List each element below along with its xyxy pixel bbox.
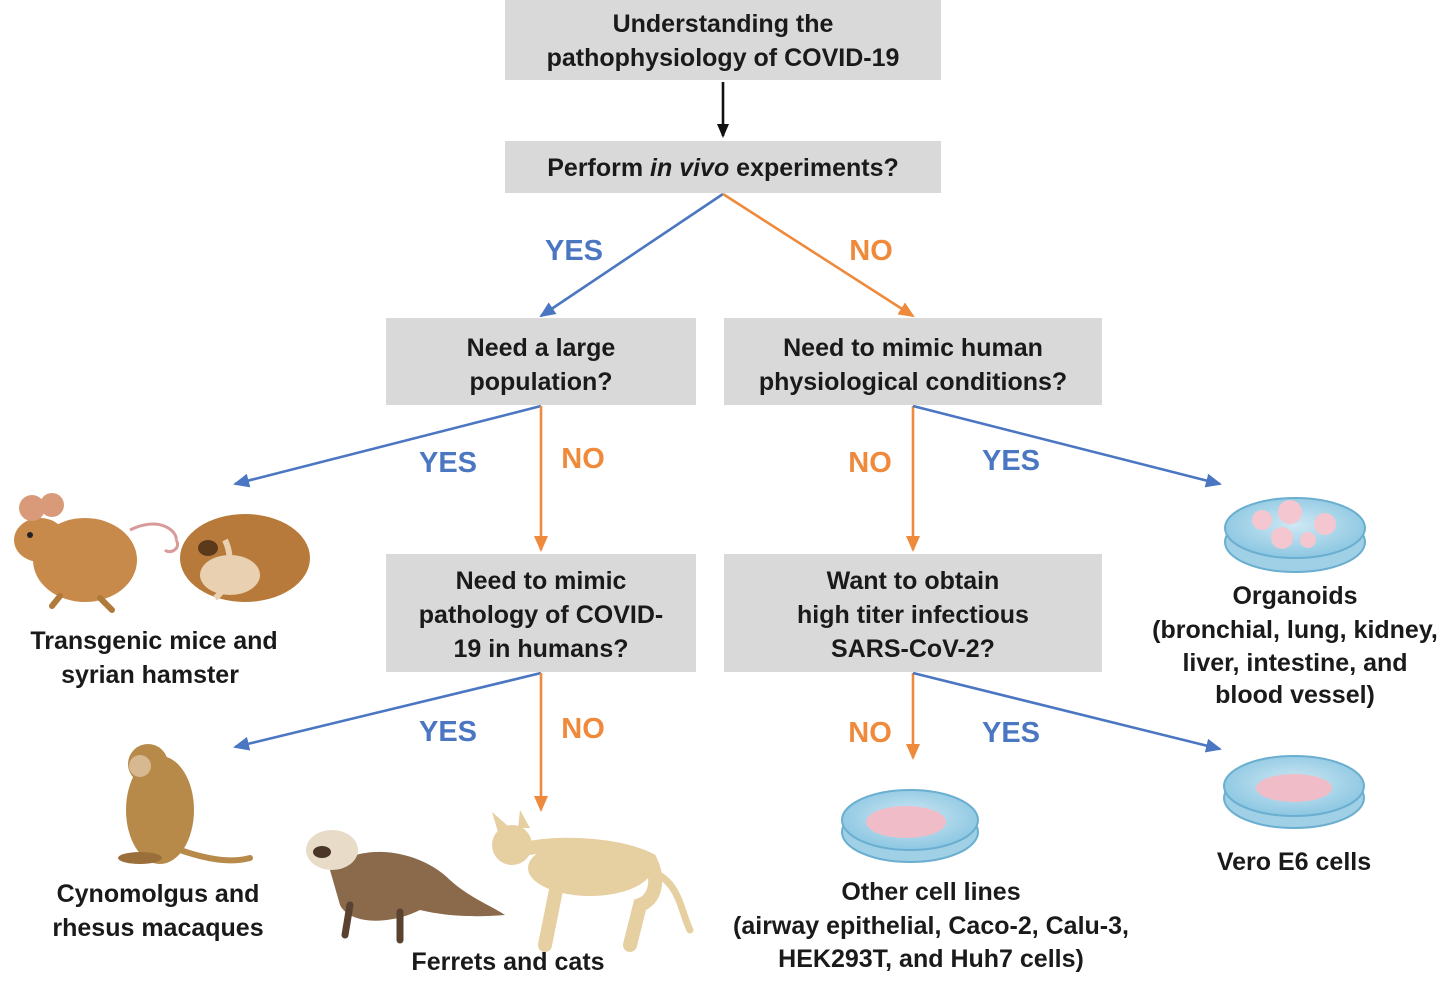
caption-other-cells-line-2: (airway epithelial, Caco-2, Calu-3, bbox=[733, 912, 1129, 940]
caption-organoids-line-3: liver, intestine, and bbox=[1182, 649, 1407, 677]
monkey-icon bbox=[118, 744, 253, 864]
label-q2-no: NO bbox=[561, 443, 605, 475]
question-high-titer-box: Want to obtain high titer infectious SAR… bbox=[724, 554, 1102, 672]
arrow-q3-yes bbox=[912, 404, 1222, 488]
mouse-icon bbox=[14, 493, 180, 613]
question-large-population-line-1: Need a large bbox=[467, 334, 616, 362]
arrow-q1-yes bbox=[539, 192, 724, 318]
caption-other-cells-line-1: Other cell lines bbox=[841, 878, 1020, 906]
cat-icon bbox=[492, 810, 694, 952]
label-q5-no: NO bbox=[848, 717, 892, 749]
caption-organoids-line-4: blood vessel) bbox=[1215, 681, 1375, 709]
label-q3-yes: YES bbox=[982, 445, 1040, 477]
root-box: Understanding the pathophysiology of COV… bbox=[505, 0, 941, 80]
caption-mice-hamster-line-2: syrian hamster bbox=[61, 661, 239, 689]
question-large-population-box: Need a large population? bbox=[386, 318, 696, 405]
question-mimic-pathology-line-3: 19 in humans? bbox=[453, 635, 628, 663]
caption-macaques-line-1: Cynomolgus and bbox=[57, 880, 260, 908]
question-high-titer-line-3: SARS-CoV-2? bbox=[831, 635, 995, 663]
question-mimic-physiology-line-2: physiological conditions? bbox=[759, 368, 1067, 396]
question-mimic-physiology-line-1: Need to mimic human bbox=[783, 334, 1043, 362]
question-mimic-pathology-line-2: pathology of COVID- bbox=[419, 601, 663, 629]
arrow-q1-no bbox=[722, 192, 915, 318]
caption-macaques-line-2: rhesus macaques bbox=[52, 914, 263, 942]
question-mimic-physiology-box: Need to mimic human physiological condit… bbox=[724, 318, 1102, 405]
label-q2-yes: YES bbox=[419, 447, 477, 479]
caption-organoids-line-1: Organoids bbox=[1232, 582, 1357, 610]
question-in-vivo-box: Perform in vivo experiments? bbox=[505, 141, 941, 193]
petri-dish-organoids-icon bbox=[1224, 497, 1366, 573]
label-q5-yes: YES bbox=[982, 717, 1040, 749]
caption-vero: Vero E6 cells bbox=[1217, 848, 1371, 876]
label-q1-yes: YES bbox=[545, 235, 603, 267]
question-large-population-line-2: population? bbox=[469, 368, 612, 396]
caption-mice-hamster-line-1: Transgenic mice and bbox=[30, 627, 277, 655]
question-mimic-pathology-box: Need to mimic pathology of COVID- 19 in … bbox=[386, 554, 696, 672]
label-q4-yes: YES bbox=[419, 716, 477, 748]
caption-other-cells-line-3: HEK293T, and Huh7 cells) bbox=[778, 945, 1084, 973]
arrow-q5-yes bbox=[912, 671, 1222, 753]
caption-ferrets-cats: Ferrets and cats bbox=[411, 948, 604, 976]
question-in-vivo-text: Perform in vivo experiments? bbox=[547, 154, 899, 182]
caption-organoids-line-2: (bronchial, lung, kidney, bbox=[1152, 616, 1438, 644]
label-q3-no: NO bbox=[848, 447, 892, 479]
ferret-icon bbox=[306, 830, 505, 944]
question-mimic-pathology-line-1: Need to mimic bbox=[456, 567, 627, 595]
petri-dish-vero-icon bbox=[1223, 755, 1365, 829]
label-q4-no: NO bbox=[561, 713, 605, 745]
hamster-icon bbox=[180, 514, 310, 602]
arrow-q4-yes bbox=[233, 671, 542, 751]
question-high-titer-line-2: high titer infectious bbox=[797, 601, 1029, 629]
root-line-2: pathophysiology of COVID-19 bbox=[547, 44, 900, 72]
root-line-1: Understanding the bbox=[613, 10, 834, 38]
label-q1-no: NO bbox=[849, 235, 893, 267]
petri-dish-cells-icon bbox=[841, 789, 979, 863]
arrow-q2-yes bbox=[233, 404, 542, 488]
question-high-titer-line-1: Want to obtain bbox=[827, 567, 1000, 595]
